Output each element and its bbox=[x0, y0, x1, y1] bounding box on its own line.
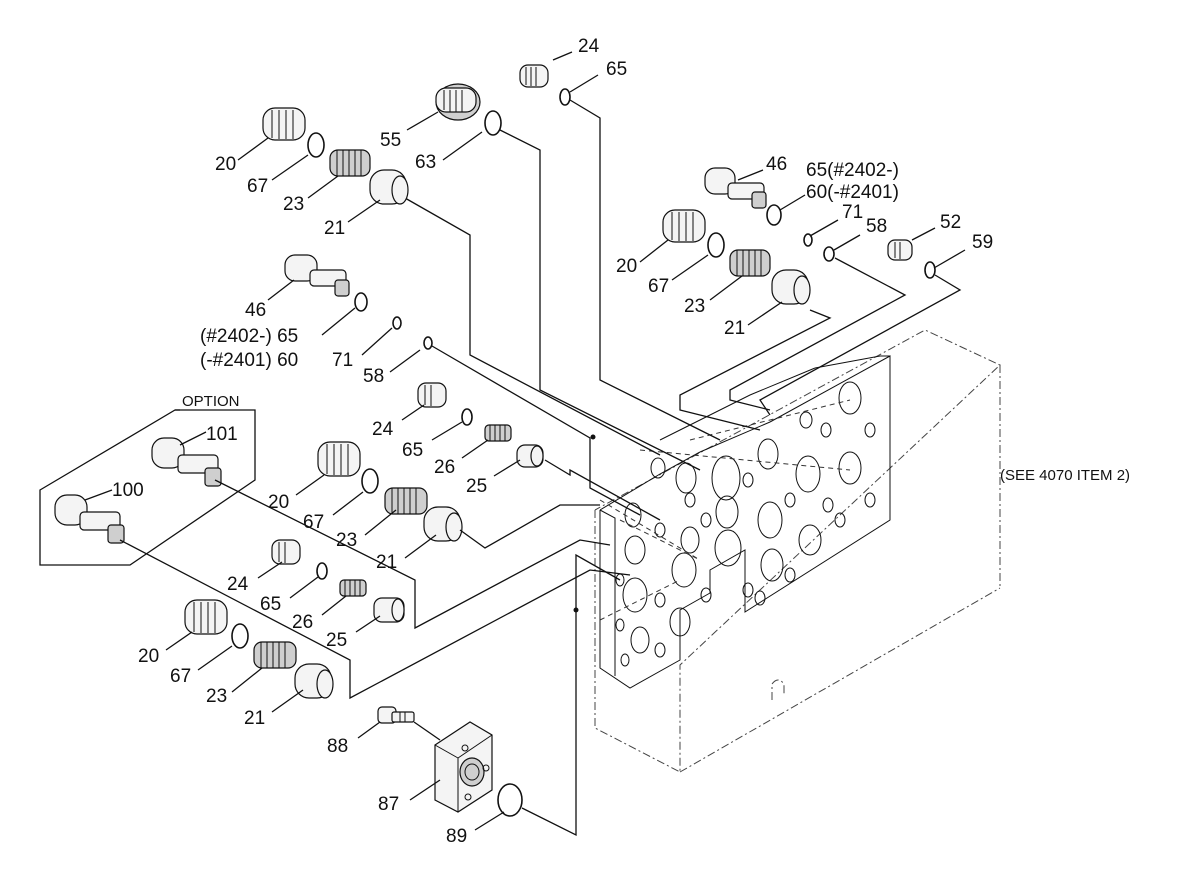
label-65-low: 65 bbox=[260, 594, 281, 615]
spool-icon bbox=[369, 169, 409, 205]
label-21-mid: 21 bbox=[376, 552, 397, 573]
label-55: 55 bbox=[380, 130, 401, 151]
plug-20-low-icon bbox=[184, 599, 228, 635]
spool-21-low-icon bbox=[294, 663, 334, 699]
plug-24-low-icon bbox=[271, 539, 301, 565]
option-label: OPTION bbox=[182, 393, 240, 410]
label-23: 23 bbox=[283, 194, 304, 215]
o-ring-icon bbox=[354, 292, 368, 312]
label-67: 67 bbox=[247, 176, 268, 197]
label-65-serial-right: 65(#2402-) bbox=[806, 160, 899, 181]
spool-21-right-icon bbox=[771, 269, 811, 305]
spool-25-low-icon bbox=[373, 597, 405, 623]
plug-24-top-icon bbox=[519, 64, 549, 88]
o-ring-icon bbox=[766, 204, 782, 226]
label-67-right: 67 bbox=[648, 276, 669, 297]
o-ring-icon bbox=[707, 232, 725, 258]
spring-23-low-icon bbox=[253, 641, 297, 669]
o-ring-icon bbox=[461, 408, 473, 426]
label-65: 65 bbox=[606, 59, 627, 80]
label-60-serial: (-#2401) 60 bbox=[200, 350, 298, 371]
label-25-low: 25 bbox=[326, 630, 347, 651]
o-ring-icon bbox=[823, 246, 835, 262]
plug-52-icon bbox=[887, 239, 913, 261]
label-65-serial: (#2402-) 65 bbox=[200, 326, 298, 347]
plug-24-mid-icon bbox=[417, 382, 447, 408]
flange-icon bbox=[434, 721, 493, 813]
label-67-mid: 67 bbox=[303, 512, 324, 533]
plug-20-right-icon bbox=[662, 209, 706, 243]
valve-block-icon bbox=[594, 329, 1001, 773]
label-24: 24 bbox=[578, 36, 600, 57]
label-58-right: 58 bbox=[866, 216, 887, 237]
label-71: 71 bbox=[332, 350, 353, 371]
label-25-mid: 25 bbox=[466, 476, 487, 497]
spring-icon bbox=[329, 149, 371, 177]
bolt-icon bbox=[377, 706, 415, 724]
o-ring-icon bbox=[307, 132, 325, 158]
o-ring-icon bbox=[361, 468, 379, 494]
label-24-mid: 24 bbox=[372, 419, 394, 440]
o-ring-icon bbox=[231, 623, 249, 649]
label-100: 100 bbox=[112, 480, 144, 501]
spring-23-mid-icon bbox=[384, 487, 428, 515]
label-46-right: 46 bbox=[766, 154, 787, 175]
label-63: 63 bbox=[415, 152, 436, 173]
label-89: 89 bbox=[446, 826, 467, 847]
label-46: 46 bbox=[245, 300, 266, 321]
o-ring-icon bbox=[316, 562, 328, 580]
o-ring-icon bbox=[423, 336, 433, 350]
label-20-mid: 20 bbox=[268, 492, 289, 513]
label-21: 21 bbox=[324, 218, 345, 239]
label-24-low: 24 bbox=[227, 574, 249, 595]
label-26-mid: 26 bbox=[434, 457, 455, 478]
o-ring-icon bbox=[484, 110, 502, 136]
label-60-serial-right: 60(-#2401) bbox=[806, 182, 899, 203]
label-21-low: 21 bbox=[244, 708, 265, 729]
spool-46-icon bbox=[284, 254, 350, 297]
plug-55-icon bbox=[435, 83, 481, 121]
o-ring-icon bbox=[392, 316, 402, 330]
label-20-low: 20 bbox=[138, 646, 159, 667]
spool-100-icon bbox=[54, 494, 125, 544]
label-87: 87 bbox=[378, 794, 399, 815]
spring-26-low-icon bbox=[339, 579, 367, 597]
label-23-low: 23 bbox=[206, 686, 227, 707]
spool-25-icon bbox=[516, 444, 544, 468]
o-ring-icon bbox=[803, 233, 813, 247]
label-65-mid: 65 bbox=[402, 440, 423, 461]
label-23-right: 23 bbox=[684, 296, 705, 317]
spring-26-icon bbox=[484, 424, 512, 442]
label-59: 59 bbox=[972, 232, 993, 253]
plug-20-mid-icon bbox=[317, 441, 361, 477]
label-52: 52 bbox=[940, 212, 961, 233]
o-ring-icon bbox=[559, 88, 571, 106]
o-ring-icon bbox=[497, 783, 523, 817]
label-88: 88 bbox=[327, 736, 348, 757]
label-71-right: 71 bbox=[842, 202, 863, 223]
label-20-right: 20 bbox=[616, 256, 637, 277]
label-101: 101 bbox=[206, 424, 238, 445]
spool-21-mid-icon bbox=[423, 506, 463, 542]
label-20: 20 bbox=[215, 154, 236, 175]
label-67-low: 67 bbox=[170, 666, 191, 687]
label-21-right: 21 bbox=[724, 318, 745, 339]
label-23-mid: 23 bbox=[336, 530, 357, 551]
plug-20-icon bbox=[262, 107, 306, 141]
spool-46-right-icon bbox=[704, 167, 767, 209]
label-26-low: 26 bbox=[292, 612, 313, 633]
spring-right-icon bbox=[729, 249, 771, 277]
spool-101-icon bbox=[151, 437, 222, 487]
o-ring-icon bbox=[924, 261, 936, 279]
label-58: 58 bbox=[363, 366, 384, 387]
see-reference-note: (SEE 4070 ITEM 2) bbox=[1000, 467, 1130, 484]
